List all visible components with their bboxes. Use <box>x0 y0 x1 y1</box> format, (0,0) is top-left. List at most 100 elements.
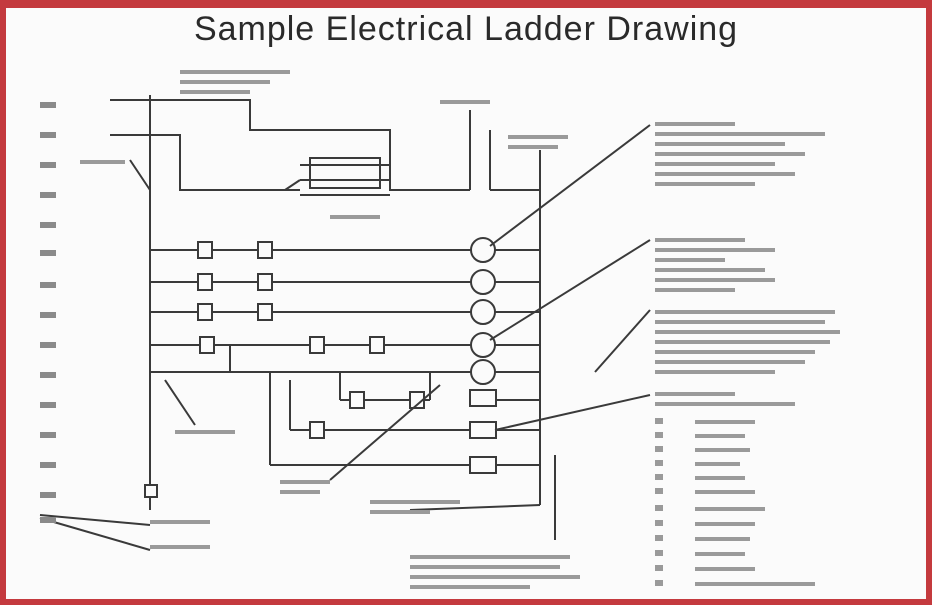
legend-text-block <box>655 258 725 262</box>
legend-text-block <box>695 490 755 494</box>
legend-text-block <box>695 434 745 438</box>
annotation-text-block <box>440 100 490 104</box>
annotation-text-block <box>370 500 460 504</box>
contact-symbol <box>309 157 381 189</box>
coil-symbol <box>470 359 496 385</box>
rung-number-column <box>40 102 56 523</box>
legend-symbol <box>655 520 663 526</box>
legend-text-block <box>655 162 775 166</box>
rung-number-marker <box>40 462 56 468</box>
callout-leader <box>494 394 651 431</box>
rung-number-marker <box>40 517 56 523</box>
coil-symbol <box>470 237 496 263</box>
legend-text-block <box>655 320 825 324</box>
legend-text-block <box>655 402 795 406</box>
contact-symbol <box>197 241 213 259</box>
legend-text-block <box>695 448 750 452</box>
legend-text-block <box>655 248 775 252</box>
legend-text-block <box>655 132 825 136</box>
legend-text-block <box>655 238 745 242</box>
legend-text-block <box>655 370 775 374</box>
contact-symbol <box>309 336 325 354</box>
legend-text-block <box>655 182 755 186</box>
rung-number-marker <box>40 372 56 378</box>
rung-number-marker <box>40 312 56 318</box>
rung-number-marker <box>40 432 56 438</box>
legend-text-block <box>695 567 755 571</box>
contact-symbol <box>309 421 325 439</box>
contact-symbol <box>349 391 365 409</box>
annotation-text-block <box>280 490 320 494</box>
rung-line <box>110 134 300 191</box>
legend-symbol <box>655 565 663 571</box>
legend-text-block <box>695 420 755 424</box>
callout-leader <box>284 179 301 191</box>
legend-symbol <box>655 535 663 541</box>
contact-symbol <box>257 241 273 259</box>
legend-text-block <box>655 268 765 272</box>
rung-number-marker <box>40 162 56 168</box>
coil-symbol <box>469 389 497 407</box>
rung-number-marker <box>40 402 56 408</box>
rung-number-marker <box>40 342 56 348</box>
annotation-text-block <box>330 215 380 219</box>
rung-line <box>110 99 470 191</box>
callout-leader <box>39 514 151 526</box>
legend-symbol <box>655 550 663 556</box>
contact-symbol <box>257 273 273 291</box>
callout-leader <box>489 124 651 247</box>
legend-text-block <box>655 360 805 364</box>
legend-text-block <box>655 392 735 396</box>
rung-number-marker <box>40 102 56 108</box>
legend-text-block <box>655 310 835 314</box>
coil-symbol <box>469 421 497 439</box>
legend-text-block <box>655 122 735 126</box>
contact-symbol <box>257 303 273 321</box>
legend-symbol <box>655 505 663 511</box>
annotation-blocks <box>80 70 840 589</box>
legend-symbol <box>655 488 663 494</box>
rung-number-marker <box>40 192 56 198</box>
callout-leader <box>409 504 541 511</box>
legend-symbol <box>655 580 663 586</box>
callout-leader <box>489 239 651 341</box>
rung-number-marker <box>40 282 56 288</box>
contact-symbol <box>199 336 215 354</box>
contact-symbol <box>369 336 385 354</box>
rung-line <box>129 159 151 191</box>
legend-symbol <box>655 418 663 424</box>
legend-symbol <box>655 460 663 466</box>
annotation-text-block <box>80 160 125 164</box>
annotation-text-block <box>180 70 290 74</box>
callout-leader <box>329 384 441 481</box>
annotation-text-block <box>280 480 330 484</box>
legend-text-block <box>655 172 795 176</box>
legend-text-block <box>695 552 745 556</box>
legend-symbol <box>655 432 663 438</box>
legend-text-block <box>655 340 830 344</box>
annotation-text-block <box>508 135 568 139</box>
legend-symbol <box>655 474 663 480</box>
contact-symbol <box>144 484 158 498</box>
legend-text-block <box>695 507 765 511</box>
legend-text-block <box>695 582 815 586</box>
annotation-text-block <box>410 555 570 559</box>
diagram-title: Sample Electrical Ladder Drawing <box>193 10 739 48</box>
annotation-text-block <box>150 545 210 549</box>
annotation-text-block <box>180 80 270 84</box>
legend-text-block <box>655 142 785 146</box>
annotation-text-block <box>410 575 580 579</box>
coil-symbol <box>470 299 496 325</box>
annotation-text-block <box>410 585 530 589</box>
callout-leader <box>594 309 651 373</box>
legend-text-block <box>695 476 745 480</box>
contact-symbol <box>197 303 213 321</box>
callout-leader <box>39 517 151 551</box>
legend-text-block <box>655 288 735 292</box>
annotation-text-block <box>175 430 235 434</box>
legend-text-block <box>655 278 775 282</box>
rung-number-marker <box>40 250 56 256</box>
contact-symbol <box>197 273 213 291</box>
annotation-text-block <box>180 90 250 94</box>
coil-symbol <box>470 269 496 295</box>
